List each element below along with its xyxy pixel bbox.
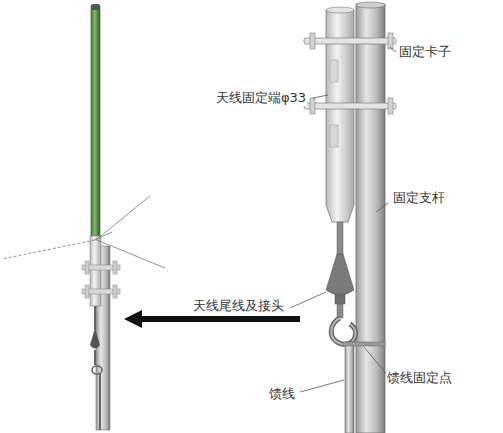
- tail-cable-connector: [326, 222, 385, 433]
- feeder-cable: [345, 342, 354, 433]
- antenna-detail: [304, 2, 396, 433]
- part-label: 固定支杆: [392, 190, 446, 206]
- radials: [2, 196, 165, 268]
- part-label: 固定卡子: [398, 44, 452, 60]
- feeder-fixing-band: [343, 342, 385, 346]
- part-label: 天线固定端φ33: [215, 90, 307, 106]
- support-pole: [356, 4, 385, 433]
- part-label: 天线尾线及接头: [192, 298, 285, 314]
- whip-cap: [91, 4, 100, 10]
- whip: [91, 6, 100, 242]
- clamps: [82, 261, 120, 298]
- antenna-overview: [2, 4, 165, 430]
- part-label: 馈线固定点: [386, 370, 453, 386]
- antenna-base: [90, 236, 101, 306]
- tail-cable: [90, 306, 102, 430]
- fixing-clamps: [304, 33, 396, 147]
- part-label: 馈线: [268, 386, 296, 402]
